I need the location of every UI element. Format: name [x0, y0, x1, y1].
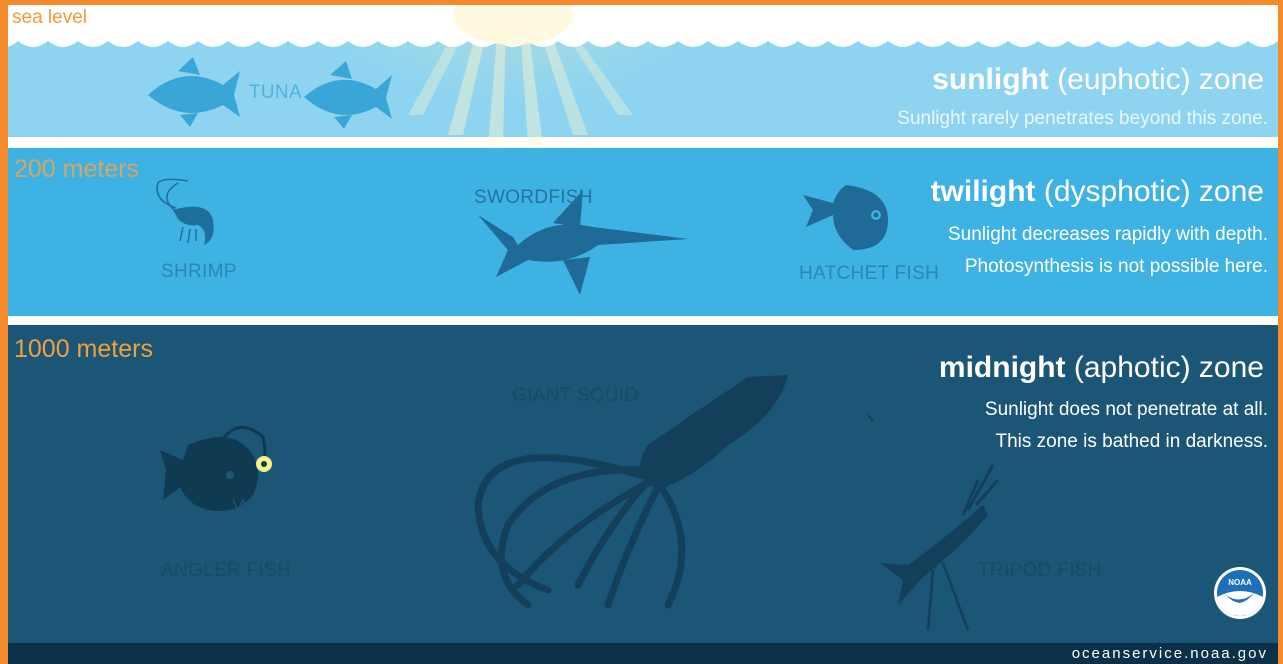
twilight-zone-description: Sunlight decreases rapidly with depth. P… [948, 219, 1268, 283]
shrimp-icon [157, 179, 213, 245]
giant-squid-icon [478, 375, 873, 605]
hatchet-fish-icon [803, 185, 888, 250]
zone-title-rest: (dysphotic) zone [1036, 175, 1264, 208]
sunlight-zone-title: sunlight (euphotic) zone [932, 63, 1264, 97]
midnight-zone-title: midnight (aphotic) zone [939, 351, 1264, 385]
depth-label-1000m: 1000 meters [14, 335, 153, 364]
midnight-zone-description: Sunlight does not penetrate at all. This… [985, 394, 1268, 458]
tuna-icon [148, 57, 240, 127]
ocean-zones-infographic: NOAA sea level 200 meters 1000 meters su… [8, 5, 1278, 664]
zone-title-bold: sunlight [932, 63, 1049, 96]
zone-description-line: Sunlight does not penetrate at all. [985, 394, 1268, 426]
angler-fish-icon [160, 427, 272, 511]
zone-description-line: Sunlight rarely penetrates beyond this z… [897, 103, 1268, 135]
zone-description-line: Photosynthesis is not possible here. [948, 251, 1268, 283]
tuna-label: TUNA [249, 82, 302, 104]
tripod-fish-label: TRIPOD FISH [978, 560, 1102, 582]
giant-squid-label: GIANT SQUID [512, 385, 638, 407]
zone-description-line: Sunlight decreases rapidly with depth. [948, 219, 1268, 251]
swordfish-label: SWORDFISH [474, 187, 593, 209]
zone-title-rest: (aphotic) zone [1066, 351, 1264, 384]
zone-title-bold: midnight [939, 351, 1066, 384]
angler-fish-label: ANGLER FISH [161, 560, 291, 582]
tripod-fish-icon [880, 465, 998, 630]
twilight-zone-title: twilight (dysphotic) zone [931, 175, 1264, 209]
sea-surface [8, 5, 1278, 47]
depth-label-sea-level: sea level [12, 7, 87, 29]
depth-label-200m: 200 meters [14, 155, 139, 184]
noaa-logo-icon: NOAA [1214, 567, 1266, 619]
zone-title-bold: twilight [931, 175, 1036, 208]
noaa-logo-text: NOAA [1228, 578, 1252, 587]
sunlight-zone-description: Sunlight rarely penetrates beyond this z… [897, 103, 1268, 135]
website-url: oceanservice.noaa.gov [1072, 643, 1268, 664]
zone-description-line: This zone is bathed in darkness. [985, 426, 1268, 458]
shrimp-label: SHRIMP [161, 261, 237, 283]
hatchet-fish-label: HATCHET FISH [799, 263, 939, 285]
zone-title-rest: (euphotic) zone [1049, 63, 1264, 96]
